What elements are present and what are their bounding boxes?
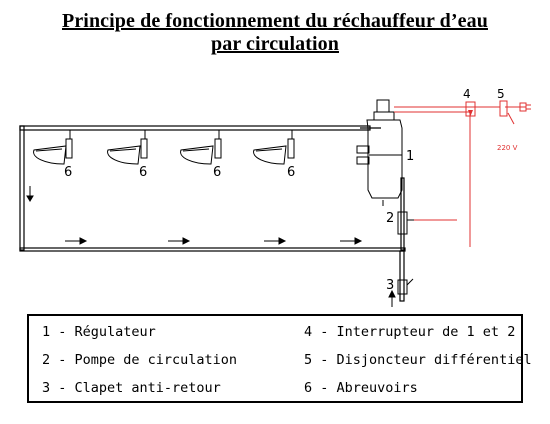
drinker-3 — [180, 130, 222, 165]
legend-item-6: 6 - Abreuvoirs — [304, 380, 418, 396]
voltage-label: 220 V — [497, 144, 518, 152]
title-line-1: Principe de fonctionnement du réchauffeu… — [62, 10, 488, 32]
pipe-circuit — [19, 125, 406, 302]
legend-box: 1 - Régulateur 2 - Pompe de circulation … — [27, 314, 532, 403]
pump-label: 2 — [386, 211, 394, 226]
regulator — [356, 99, 403, 206]
drinker-2 — [107, 130, 148, 165]
drinker-1 — [33, 130, 73, 165]
legend-item-4: 4 - Interrupteur de 1 et 2 — [304, 324, 516, 340]
legend-item-3: 3 - Clapet anti-retour — [42, 380, 221, 396]
flow-arrows — [26, 186, 396, 307]
drinker-label-4: 6 — [287, 165, 295, 180]
breaker — [499, 100, 531, 117]
regulator-label: 1 — [406, 149, 414, 164]
switch-label: 4 — [463, 87, 471, 101]
drinker-label-2: 6 — [139, 165, 147, 180]
pump — [397, 211, 414, 235]
breaker-label: 5 — [497, 87, 505, 101]
check-valve — [397, 278, 414, 295]
electrical-wiring — [394, 106, 526, 247]
switch — [465, 101, 476, 117]
legend-item-1: 1 - Régulateur — [42, 324, 156, 340]
valve-label: 3 — [386, 278, 394, 293]
drinker-label-1: 6 — [64, 165, 72, 180]
legend-item-5: 5 - Disjoncteur différentiel — [304, 352, 532, 368]
title-line-2: par circulation — [211, 33, 339, 55]
legend-item-2: 2 - Pompe de circulation — [42, 352, 238, 368]
drinker-label-3: 6 — [213, 165, 221, 180]
drinker-4 — [253, 130, 295, 165]
